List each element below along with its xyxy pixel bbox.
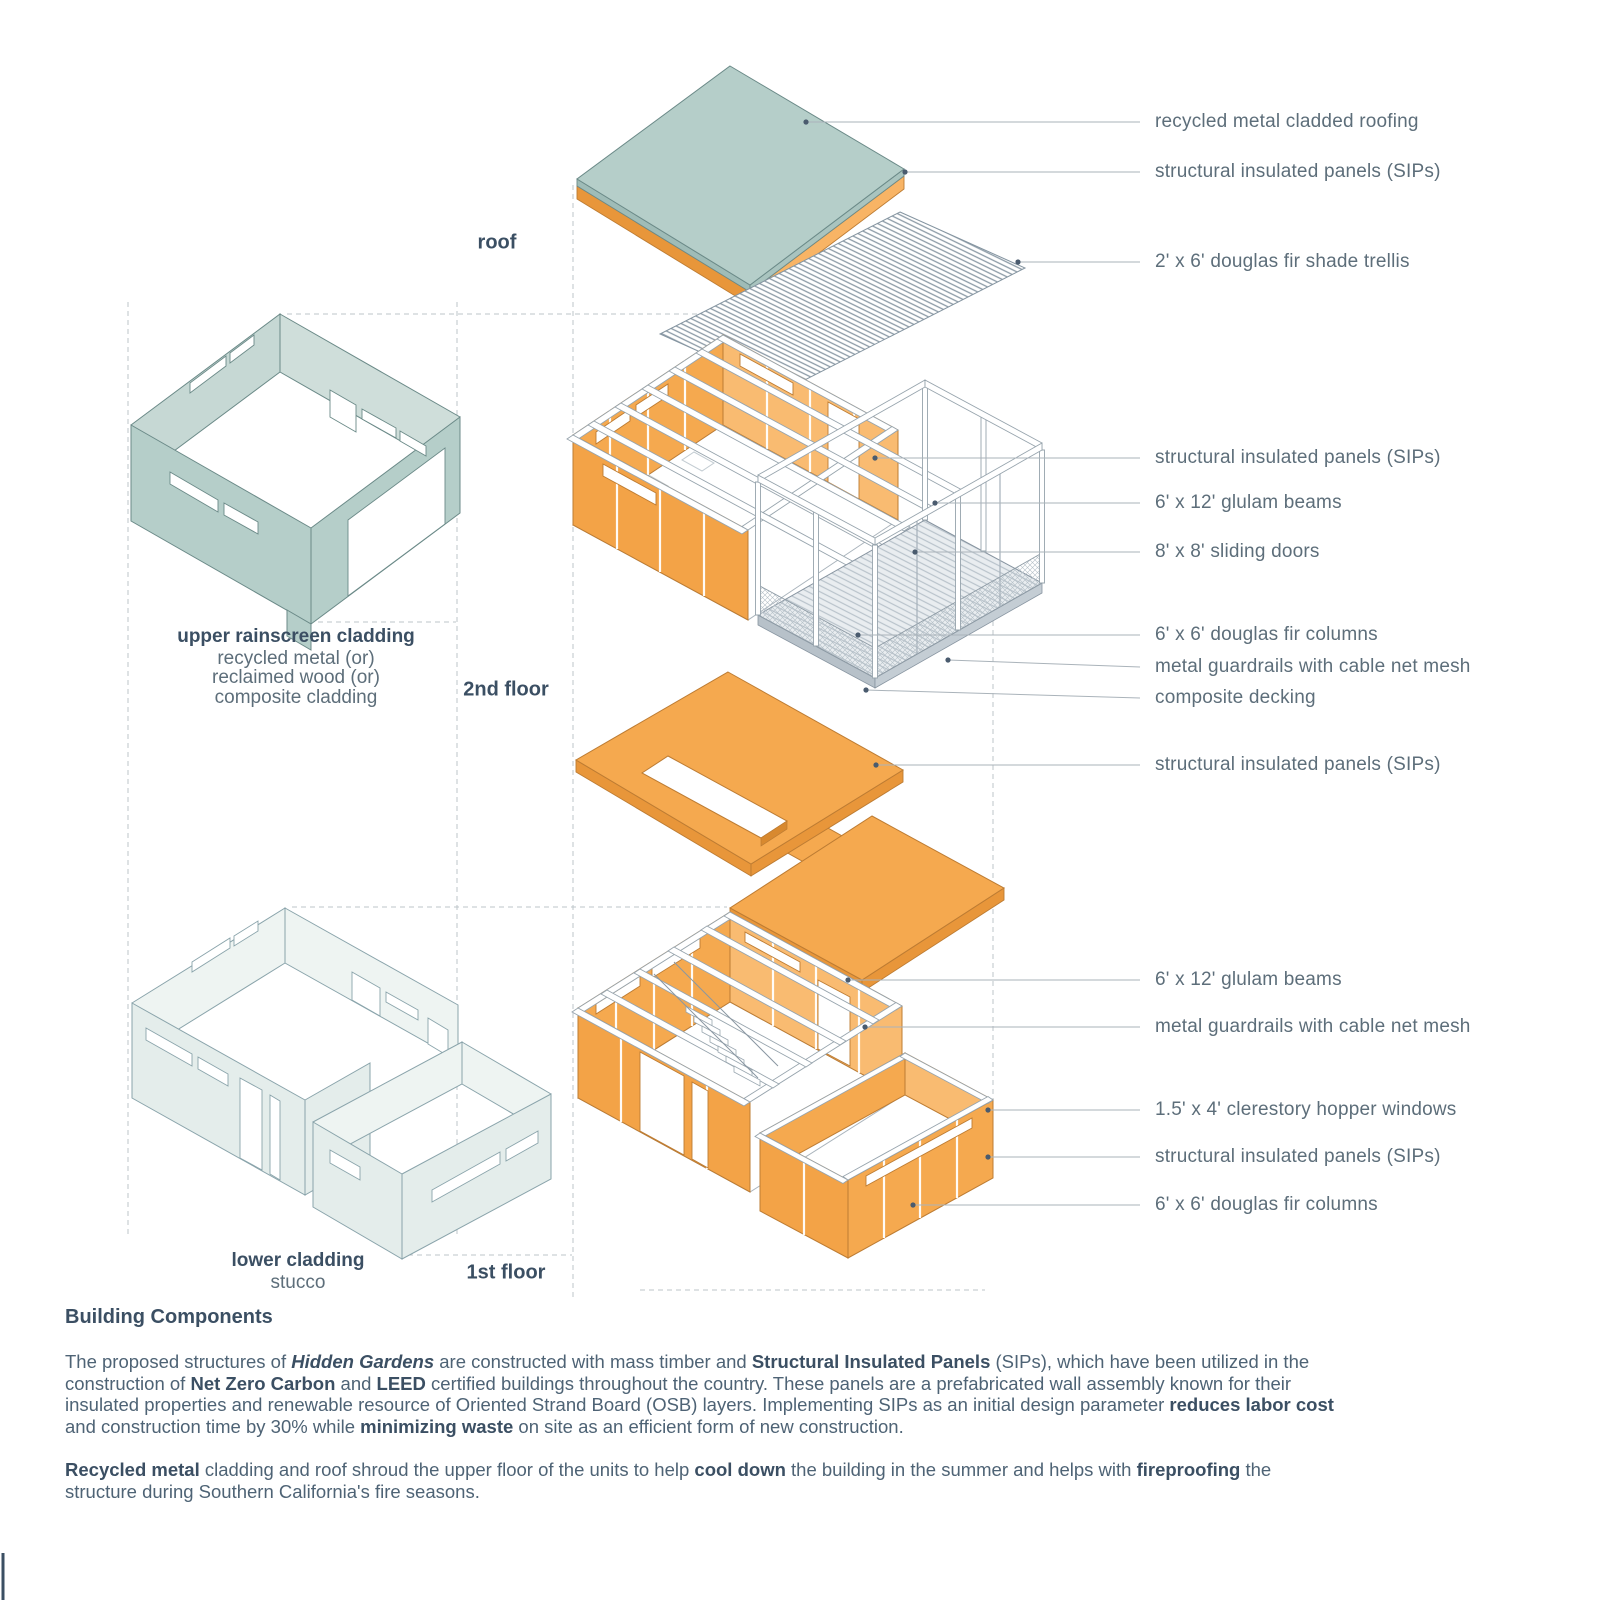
- lower-cladding-title: lower cladding: [231, 1250, 365, 1271]
- callout-hopper-windows: 1.5' x 4' clerestory hopper windows: [1155, 1099, 1457, 1120]
- upper-cladding-title: upper rainscreen cladding: [177, 626, 415, 647]
- footer-paragraph-2: Recycled metal cladding and roof shroud …: [65, 1459, 1272, 1502]
- upper-cladding-note: upper rainscreen cladding recycled metal…: [177, 627, 415, 707]
- callout-columns-1st: 6' x 6' douglas fir columns: [1155, 1194, 1378, 1215]
- callout-sips-floor: structural insulated panels (SIPs): [1155, 754, 1441, 775]
- upper-cladding-option: reclaimed wood (or): [212, 667, 380, 688]
- floor-slab: [575, 671, 1005, 993]
- callout-glulam-1st: 6' x 12' glulam beams: [1155, 969, 1342, 990]
- callout-decking: composite decking: [1155, 687, 1316, 708]
- footer-paragraph-1: The proposed structures of Hidden Garden…: [65, 1351, 1334, 1437]
- lower-cladding-model: [131, 907, 552, 1260]
- building-components-section: Building Components The proposed structu…: [65, 1306, 1335, 1502]
- label-1st-floor: 1st floor: [466, 1261, 546, 1284]
- callout-columns-2nd: 6' x 6' douglas fir columns: [1155, 624, 1378, 645]
- upper-cladding-option: recycled metal (or): [217, 647, 375, 669]
- label-roof: roof: [477, 231, 517, 254]
- callout-trellis: 2' x 6' douglas fir shade trellis: [1155, 251, 1410, 272]
- callout-sips-roof: structural insulated panels (SIPs): [1155, 161, 1441, 182]
- label-2nd-floor: 2nd floor: [463, 678, 549, 701]
- callout-sips-1st: structural insulated panels (SIPs): [1155, 1146, 1441, 1167]
- callout-sips-2nd: structural insulated panels (SIPs): [1155, 447, 1441, 468]
- first-floor-module: [571, 911, 994, 1259]
- upper-cladding-option: composite cladding: [214, 686, 378, 708]
- callout-guardrails-1st: metal guardrails with cable net mesh: [1155, 1016, 1471, 1037]
- lower-cladding-material: stucco: [270, 1271, 326, 1293]
- callout-guardrails-2nd: metal guardrails with cable net mesh: [1155, 656, 1471, 677]
- callout-glulam-2nd: 6' x 12' glulam beams: [1155, 492, 1342, 513]
- section-heading: Building Components: [65, 1306, 273, 1328]
- leader-lines: [803, 119, 1141, 1208]
- lower-cladding-note: lower cladding stucco: [231, 1251, 364, 1292]
- second-floor-module: [566, 334, 1045, 689]
- callout-sliding-doors: 8' x 8' sliding doors: [1155, 541, 1320, 562]
- callout-roofing: recycled metal cladded roofing: [1155, 111, 1419, 132]
- upper-cladding-model: [130, 313, 461, 651]
